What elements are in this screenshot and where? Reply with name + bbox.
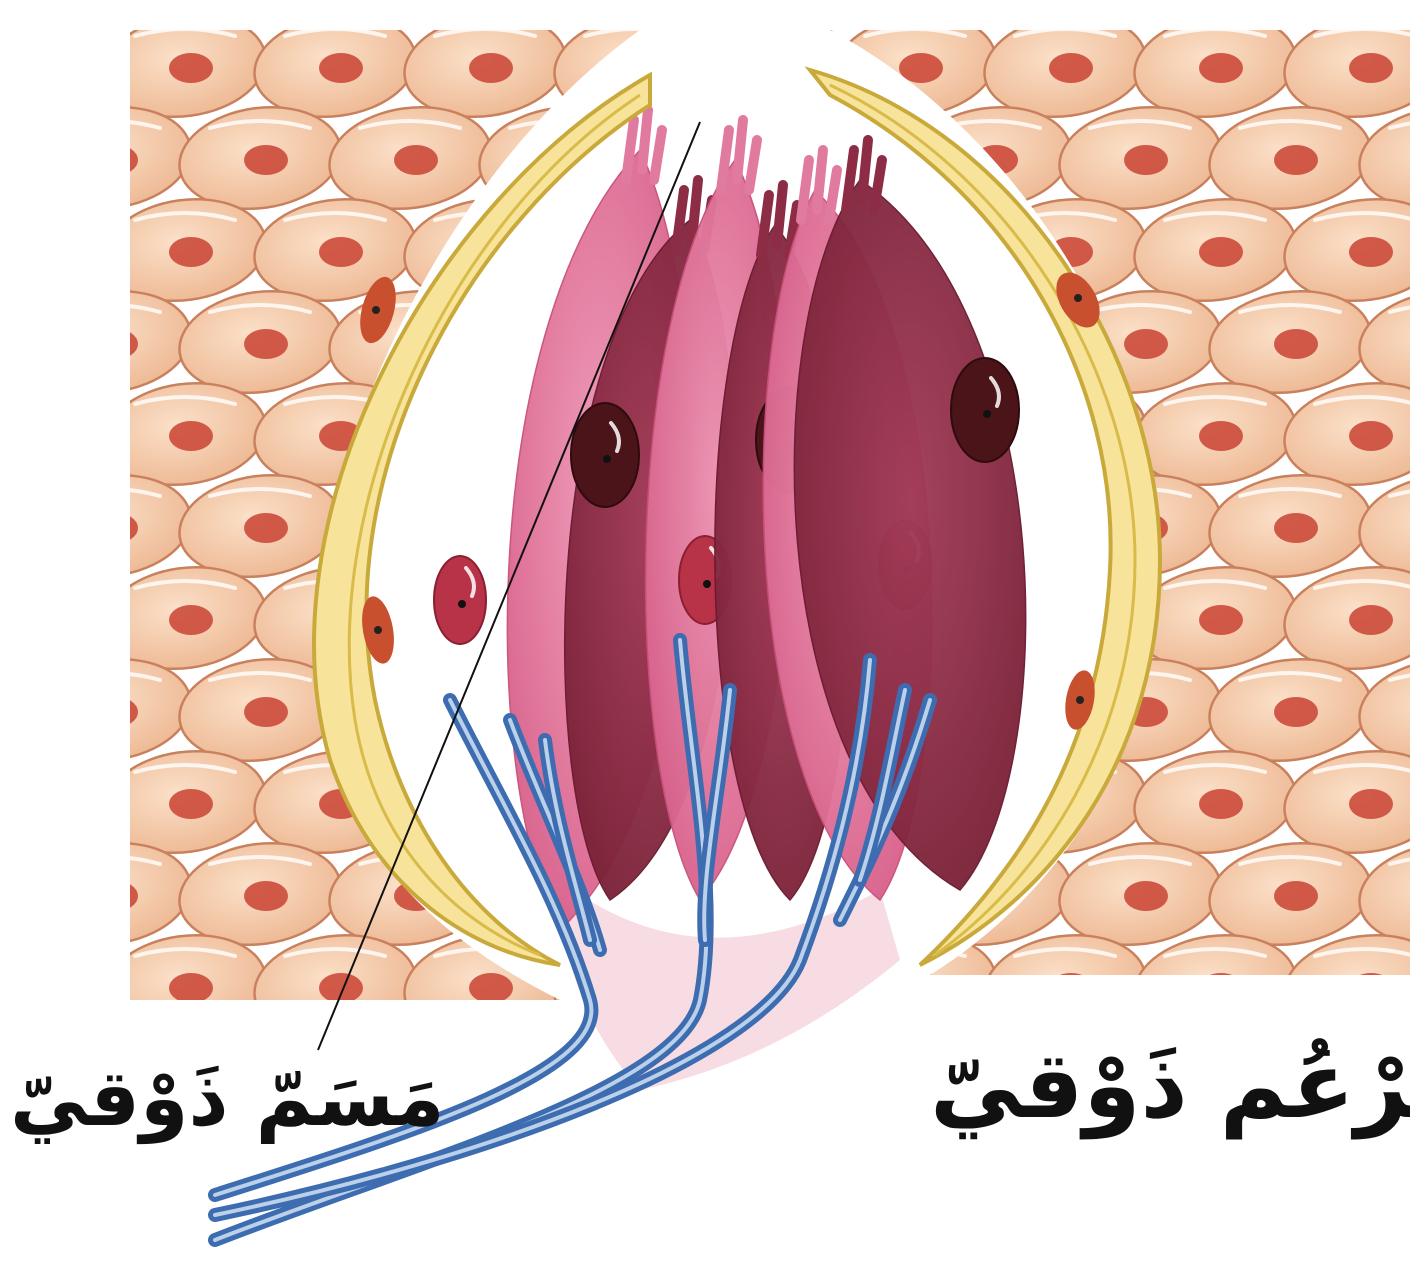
epithelial-nucleus [469,421,513,451]
microvilli [801,150,837,220]
epithelial-cell-highlight [0,581,85,588]
epithelial-nucleus [244,881,288,911]
epithelial-cell-highlight [0,765,85,772]
epithelial-nucleus [1124,329,1168,359]
epithelial-nucleus [94,881,138,911]
epithelial-nucleus [244,513,288,543]
nucleolus [458,600,466,608]
epithelial-nucleus [94,145,138,175]
microvilli [761,185,797,255]
cell-nucleus [571,403,639,507]
epithelial-cell [0,557,122,679]
cell-nucleus [434,556,486,644]
epithelial-nucleus [1274,329,1318,359]
gustatory-cells [434,110,1026,930]
epithelial-nucleus [1199,789,1243,819]
epithelial-cell-highlight [360,673,460,680]
epithelial-nucleus [1199,237,1243,267]
epithelial-nucleus [394,145,438,175]
epithelial-cell [678,5,852,127]
epithelial-nucleus [1349,237,1393,267]
epithelial-nucleus [1049,53,1093,83]
epithelial-nucleus [19,789,63,819]
epithelial-nucleus [94,329,138,359]
epithelial-nucleus [1274,697,1318,727]
epithelial-nucleus [169,421,213,451]
epithelial-nucleus [244,697,288,727]
epithelial-nucleus [319,237,363,267]
microvilli [626,110,662,180]
epithelial-nucleus [1049,973,1093,1003]
epithelial-nucleus [1349,973,1393,1003]
epithelial-nucleus [94,697,138,727]
epithelial-nucleus [19,605,63,635]
microvilli [721,120,757,190]
epithelial-nucleus [1349,605,1393,635]
epithelial-cell [0,741,122,863]
epithelial-nucleus [1349,421,1393,451]
epithelial-nucleus [899,53,943,83]
epithelial-nucleus [169,973,213,1003]
epithelial-cell [0,373,122,495]
nucleolus [603,455,611,463]
epithelial-nucleus [1199,53,1243,83]
epithelial-nucleus [244,329,288,359]
epithelial-nucleus [19,421,63,451]
epithelial-nucleus [1274,513,1318,543]
epithelial-nucleus [1124,145,1168,175]
epithelial-cell-highlight [435,397,535,404]
epithelial-nucleus [1124,881,1168,911]
epithelial-nucleus [469,973,513,1003]
epithelial-nucleus [1199,605,1243,635]
epithelial-cell [0,189,122,311]
epithelial-nucleus [19,53,63,83]
epithelial-cell [0,5,122,127]
epithelial-nucleus [749,53,793,83]
cell-nucleus [951,358,1019,462]
epithelial-cell-highlight [1015,581,1115,588]
epithelial-nucleus [319,973,363,1003]
epithelial-nucleus [1199,421,1243,451]
epithelial-cell [0,925,122,1047]
epithelial-cell-highlight [0,949,85,956]
epithelial-nucleus [1349,53,1393,83]
nucleolus [703,580,711,588]
epithelial-cell-highlight [0,29,85,36]
epithelial-nucleus [169,605,213,635]
epithelial-nucleus [899,973,943,1003]
epithelial-nucleus [1274,145,1318,175]
epithelial-nucleus [169,237,213,267]
epithelial-cell-highlight [715,29,815,36]
epithelial-nucleus [19,237,63,267]
taste-pore-label: مَسَمّ ذَوْقيّ [10,1060,444,1138]
epithelial-nucleus [1349,789,1393,819]
epithelial-cell-highlight [0,213,85,220]
epithelial-nucleus [19,973,63,1003]
nucleolus [983,410,991,418]
epithelial-nucleus [1049,421,1093,451]
epithelial-nucleus [169,53,213,83]
taste-bud-label: بُرْعُم ذَوْقيّ [930,1040,1410,1132]
epithelial-nucleus [319,53,363,83]
epithelial-nucleus [469,53,513,83]
epithelial-cell-highlight [0,397,85,404]
epithelial-nucleus [1274,881,1318,911]
epithelial-nucleus [1049,605,1093,635]
epithelial-nucleus [169,789,213,819]
microvilli [846,140,882,210]
epithelial-nucleus [94,513,138,543]
epithelial-nucleus [244,145,288,175]
epithelial-nucleus [1199,973,1243,1003]
epithelial-nucleus [394,513,438,543]
epithelial-nucleus [394,697,438,727]
